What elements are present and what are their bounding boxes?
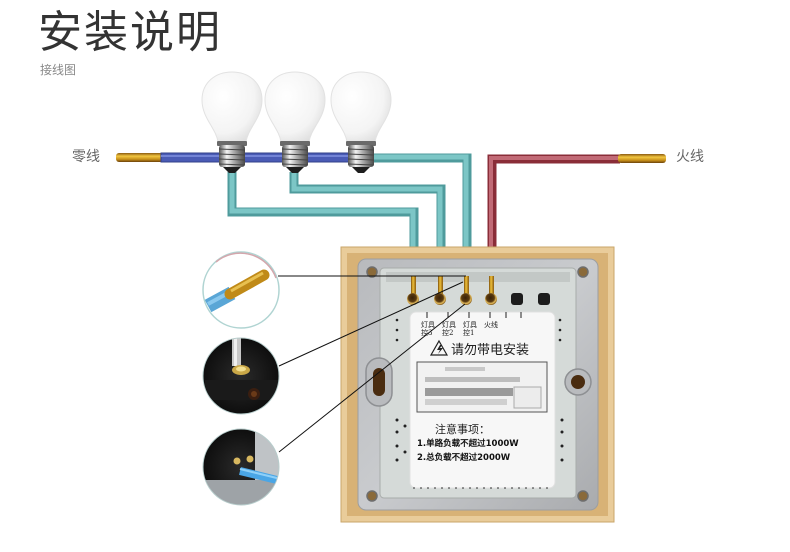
live-wire-label: 火线 [676, 149, 704, 165]
screwdriver-terminal-closeup [202, 337, 280, 415]
product-label-blurred [416, 361, 548, 413]
terminal-label-1-line1: 灯具 [421, 320, 435, 329]
load-wires [227, 153, 472, 276]
bulb-collar [346, 141, 376, 146]
bulb-collar [217, 141, 247, 146]
load-wire-2 [291, 172, 443, 276]
load-wire-1 [229, 172, 416, 276]
unused-terminal [511, 293, 523, 305]
unused-terminal [538, 293, 550, 305]
neutral-wire-insulation [160, 152, 362, 163]
bulb-screw-base [281, 145, 309, 173]
callout-line-3 [278, 303, 466, 453]
live-wire [487, 154, 666, 276]
callout-line-2 [278, 281, 464, 367]
terminal-label-2-line1: 灯具 [442, 320, 456, 329]
terminal-label-live: 火线 [484, 320, 498, 329]
terminal-label-1-line2: 控3 [421, 328, 432, 337]
terminal-screw-3 [460, 293, 472, 305]
corner-hole [366, 266, 378, 278]
neutral-wire-label: 零线 [72, 149, 100, 165]
light-bulb [330, 71, 392, 173]
neutral-wire-copper-end [116, 153, 163, 162]
note-1: 1.单路负载不超过1000W [417, 438, 519, 449]
notes-title: 注意事项： [435, 422, 490, 436]
live-wire-copper-end [618, 154, 666, 163]
neutral-wire [116, 152, 362, 163]
bulb-glass [264, 71, 326, 143]
page-subtitle: 接线图 [40, 63, 77, 77]
stripped-wire-closeup [202, 251, 280, 329]
bulb-glass [330, 71, 392, 143]
bulb-screw-base [347, 145, 375, 173]
switch-panel: 灯具 控3 灯具 控2 灯具 控1 火线 请勿带电安装 注意事项： 1.单路负载… [340, 246, 615, 523]
terminal-screw-live [485, 293, 497, 305]
wire-inserted-closeup [202, 428, 280, 506]
light-bulb [201, 71, 263, 173]
electric-warning-icon [429, 339, 449, 356]
warning-text: 请勿带电安装 [451, 343, 529, 358]
bulb-group [201, 71, 392, 173]
load-wire-3 [360, 154, 469, 276]
bulb-glass [201, 71, 263, 143]
terminal-screw-2 [434, 293, 446, 305]
corner-hole [577, 490, 589, 502]
corner-hole [577, 266, 589, 278]
bulb-collar [280, 141, 310, 146]
bulb-screw-base [218, 145, 246, 173]
note-2: 2.总负载不超过2000W [417, 452, 511, 463]
page-title: 安装说明 [38, 7, 222, 58]
terminal-label-3-line2: 控1 [463, 328, 474, 337]
callout-lines [278, 275, 466, 453]
terminal-label-3-line1: 灯具 [463, 320, 477, 329]
corner-hole [366, 490, 378, 502]
terminal-screw-1 [407, 293, 419, 305]
light-bulb [264, 71, 326, 173]
terminal-label-2-line2: 控2 [442, 328, 453, 337]
